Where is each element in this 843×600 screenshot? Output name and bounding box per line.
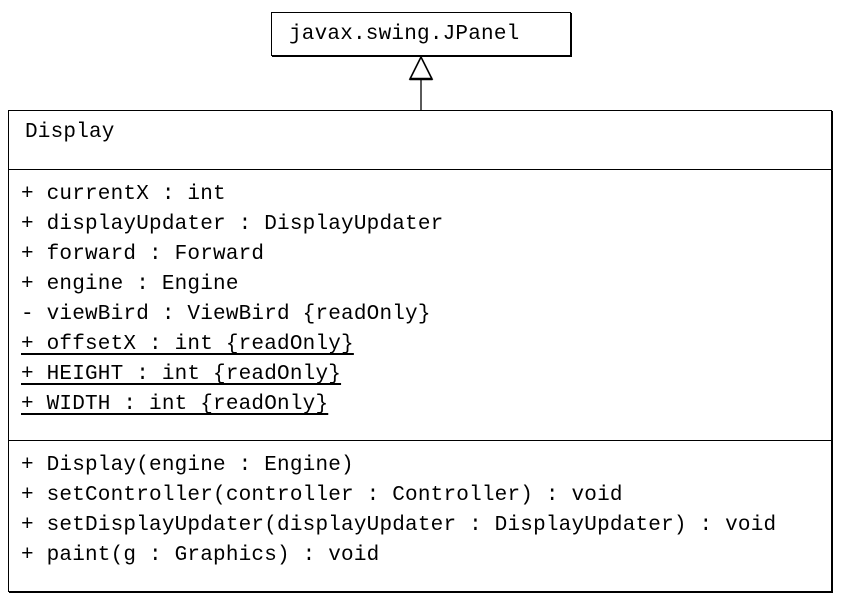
attribute-row: + displayUpdater : DisplayUpdater [21, 213, 444, 236]
class-box: Display + currentX : int + displayUpdate… [8, 110, 832, 592]
method-row: + setDisplayUpdater(displayUpdater : Dis… [21, 514, 777, 537]
method-row: + Display(engine : Engine) [21, 454, 354, 477]
method-row: + paint(g : Graphics) : void [21, 544, 380, 567]
attribute-row: + engine : Engine [21, 273, 239, 296]
attribute-row: + WIDTH : int {readOnly} [21, 393, 329, 416]
class-attributes-compartment: + currentX : int + displayUpdater : Disp… [9, 170, 831, 441]
class-name: Display [25, 121, 115, 144]
attribute-row: + forward : Forward [21, 243, 265, 266]
inheritance-arrow-icon [408, 56, 434, 111]
superclass-name: javax.swing.JPanel [289, 22, 520, 46]
attribute-row: + offsetX : int {readOnly} [21, 333, 354, 356]
class-methods-compartment: + Display(engine : Engine) + setControll… [9, 441, 831, 571]
superclass-box: javax.swing.JPanel [271, 12, 571, 56]
attribute-row: + currentX : int [21, 183, 226, 206]
method-row: + setController(controller : Controller)… [21, 484, 623, 507]
attribute-row: + HEIGHT : int {readOnly} [21, 363, 342, 386]
attribute-row: - viewBird : ViewBird {readOnly} [21, 303, 431, 326]
class-name-compartment: Display [9, 111, 831, 170]
